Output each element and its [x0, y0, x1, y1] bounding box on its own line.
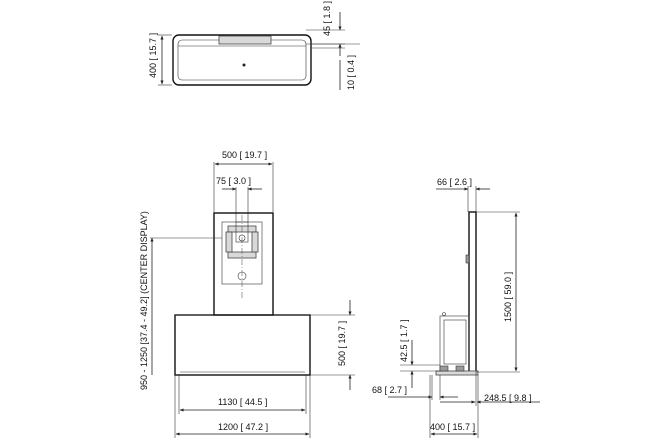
- side-base-depth-in: 15.7: [453, 422, 471, 432]
- base-height-mm: 500: [337, 351, 347, 366]
- svg-text:1130 [ 44.5 ]: 1130 [ 44.5 ]: [218, 397, 267, 407]
- side-panel: [468, 211, 477, 373]
- side-view: 66 [ 2.6 ] 1500 [ 59.0 ] 42.5 [ 1.7 ] 68…: [372, 177, 540, 438]
- mounting-bracket: [221, 215, 263, 300]
- front-top-width-in: 19.7: [245, 150, 263, 160]
- top-view: 400 [ 15.7 ] 45 [ 1.8 ] 10 [ 0.4 ]: [148, 1, 360, 90]
- top-view-hole: [242, 63, 246, 67]
- top-depth-mm: 400: [148, 63, 158, 78]
- side-base-depth-mm: 400: [430, 422, 445, 432]
- side-foot: [435, 370, 479, 376]
- svg-text:68 [ 2.7 ]: 68 [ 2.7 ]: [372, 385, 407, 395]
- inner-width-in: 44.5: [245, 397, 263, 407]
- outer-width-in: 47.2: [246, 422, 264, 432]
- side-thickness-mm: 66: [437, 177, 447, 187]
- front-view: 500 [ 19.7 ] 75 [ 3.0 ] 950 - 1250 [37.4…: [139, 150, 355, 438]
- svg-text:500 [ 19.7 ]: 500 [ 19.7 ]: [337, 321, 347, 366]
- svg-text:248.5 [ 9.8 ]: 248.5 [ 9.8 ]: [484, 393, 532, 403]
- svg-text:10 [ 0.4 ]: 10 [ 0.4 ]: [346, 55, 356, 90]
- svg-text:1200 [ 47.2 ]: 1200 [ 47.2 ]: [218, 422, 268, 432]
- side-shelf-cabinet: [439, 315, 470, 373]
- inner-width-mm: 1130: [218, 397, 237, 407]
- shelf-mm: 42.5: [399, 344, 409, 362]
- top-gap-in: 0.4: [346, 60, 356, 73]
- outer-width-mm: 1200: [218, 422, 238, 432]
- side-thickness-in: 2.6: [455, 177, 468, 187]
- side-height-mm: 1500: [503, 302, 513, 322]
- top-depth-in: 15.7: [148, 38, 158, 56]
- center-display-label: 950 - 1250 [37.4 - 49.2] (CENTER DISPLAY…: [139, 211, 149, 390]
- svg-text:66 [ 2.6 ]: 66 [ 2.6 ]: [437, 177, 472, 187]
- front-mount-in: 3.0: [234, 176, 247, 186]
- foot-in: 2.7: [390, 385, 403, 395]
- top-gap-mm: 10: [346, 80, 356, 90]
- front-top-width-mm: 500: [222, 150, 237, 160]
- top-offset-mm: 45: [322, 26, 332, 36]
- shelf-in: 1.7: [399, 324, 409, 337]
- side-height-in: 59.0: [503, 277, 513, 295]
- svg-text:400 [ 15.7 ]: 400 [ 15.7 ]: [430, 422, 475, 432]
- svg-text:400 [ 15.7 ]: 400 [ 15.7 ]: [148, 33, 158, 78]
- svg-text:75 [ 3.0 ]: 75 [ 3.0 ]: [216, 176, 251, 186]
- reach-mm: 248.5: [484, 393, 507, 403]
- svg-text:42.5 [ 1.7 ]: 42.5 [ 1.7 ]: [399, 319, 409, 362]
- top-offset-in: 1.8: [322, 6, 332, 19]
- foot-mm: 68: [372, 385, 382, 395]
- base-cabinet: [174, 314, 311, 376]
- top-view-outline: [172, 34, 312, 86]
- top-view-bracket: [218, 35, 272, 45]
- reach-in: 9.8: [514, 393, 527, 403]
- front-mount-mm: 75: [216, 176, 226, 186]
- svg-text:1500 [ 59.0 ]: 1500 [ 59.0 ]: [503, 272, 513, 322]
- svg-text:500 [ 19.7 ]: 500 [ 19.7 ]: [222, 150, 267, 160]
- base-height-in: 19.7: [337, 326, 347, 344]
- svg-text:45 [ 1.8 ]: 45 [ 1.8 ]: [322, 1, 332, 36]
